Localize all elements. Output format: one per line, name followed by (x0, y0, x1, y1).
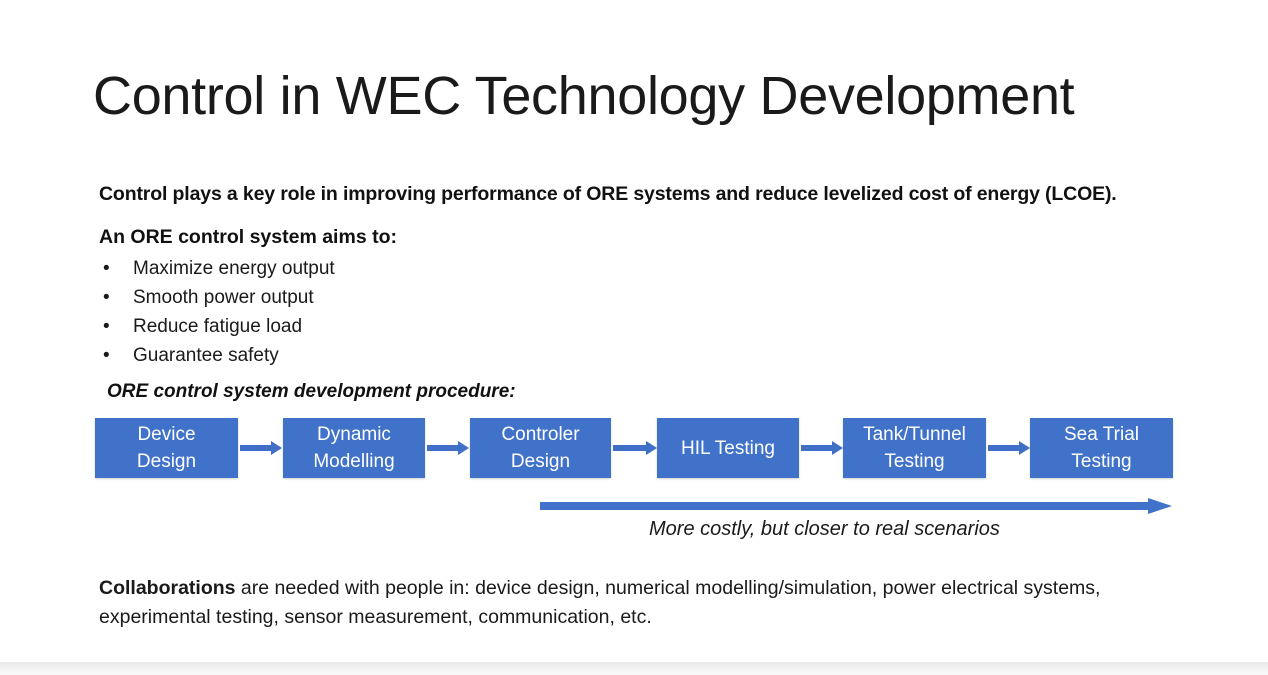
flow-box-line2: Testing (1071, 451, 1132, 472)
viewer-bottom-band (0, 662, 1268, 675)
flow-arrow-icon-4 (801, 441, 843, 455)
list-item: • Reduce fatigue load (99, 312, 335, 341)
list-item: • Guarantee safety (99, 341, 335, 370)
flow-arrow-icon-1 (240, 441, 282, 455)
flow-box-controler-design: Controler Design (470, 418, 611, 478)
flow-box-line1: Device (137, 424, 196, 445)
flow-box-line1: Tank/Tunnel (863, 424, 966, 445)
flow-arrow-icon-3 (613, 441, 657, 455)
bullet-icon: • (103, 316, 110, 337)
flow-box-line2: Design (136, 451, 197, 472)
aims-heading: An ORE control system aims to: (99, 226, 397, 248)
procedure-heading: ORE control system development procedure… (107, 381, 516, 402)
collaborations-rest: are needed with people in: device design… (99, 577, 1101, 628)
progress-arrow-icon (540, 498, 1172, 514)
list-item-label: Reduce fatigue load (133, 316, 303, 337)
flow-box-line2: Testing (884, 451, 945, 472)
flow-box-line1: Dynamic (317, 424, 391, 445)
collaborations-lead: Collaborations (99, 577, 236, 599)
flow-box-line1: HIL Testing (681, 437, 775, 459)
lead-statement: Control plays a key role in improving pe… (99, 183, 1117, 205)
aims-bullet-list: • Maximize energy output • Smooth power … (99, 254, 335, 370)
list-item-label: Maximize energy output (133, 258, 335, 279)
flow-arrow-icon-5 (988, 441, 1030, 455)
flow-box-sea-trial-testing: Sea Trial Testing (1030, 418, 1173, 478)
flow-box-line2: Modelling (313, 451, 395, 472)
flow-box-hil-testing: HIL Testing (657, 418, 799, 478)
flow-box-line1: Sea Trial (1064, 424, 1139, 445)
bullet-icon: • (103, 287, 110, 308)
progress-arrow-caption: More costly, but closer to real scenario… (649, 518, 1000, 540)
list-item-label: Guarantee safety (133, 345, 279, 366)
flow-box-device-design: Device Design (95, 418, 238, 478)
flow-arrow-icon-2 (427, 441, 469, 455)
flow-box-dynamic-modelling: Dynamic Modelling (283, 418, 425, 478)
page-title: Control in WEC Technology Development (93, 66, 1075, 126)
bullet-icon: • (103, 345, 110, 366)
bullet-icon: • (103, 258, 110, 279)
list-item: • Maximize energy output (99, 254, 335, 283)
list-item-label: Smooth power output (133, 287, 314, 308)
list-item: • Smooth power output (99, 283, 335, 312)
flow-box-tank-tunnel-testing: Tank/Tunnel Testing (843, 418, 986, 478)
flow-box-line2: Design (510, 451, 571, 472)
flow-box-line1: Controler (501, 424, 580, 445)
collaborations-paragraph: Collaborations are needed with people in… (99, 574, 1169, 632)
